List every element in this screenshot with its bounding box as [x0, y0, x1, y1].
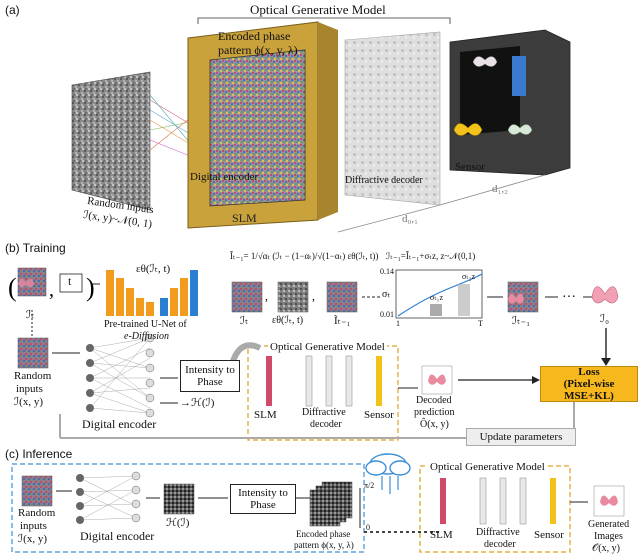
- optical-layers-inference: [440, 477, 556, 525]
- panel-a: (a) Optical Generative Model Encoded pha…: [0, 0, 640, 238]
- formula-right: ℐₜ₋₁=Ĩₜ₋₁+σₜz, z~𝒩(0,1): [386, 251, 476, 261]
- random-inputs-b-line1: Random: [14, 370, 52, 382]
- strip-it1-label: ℐₜ₋₁: [512, 315, 531, 327]
- butterfly-icons: [453, 56, 533, 136]
- sigma-plot: [395, 269, 483, 319]
- panel-a-illustration: [71, 17, 571, 233]
- inference-box: [11, 463, 365, 553]
- sigma-axis-label: σₜ: [382, 289, 391, 300]
- svg-text:,: ,: [265, 289, 268, 303]
- update-parameters-box: Update parameters: [466, 428, 576, 446]
- random-c-line1: Random: [18, 507, 56, 519]
- sensor-label-c: Sensor: [534, 529, 564, 541]
- formula-left: Ĩₜ₋₁= 1/√αₜ (ℐₜ − (1−αₜ)/√(1−αₜ) εθ(ℐₜ, …: [230, 251, 379, 261]
- intensity-c-line2: Phase: [250, 499, 276, 511]
- svg-text:): ): [86, 273, 95, 302]
- h-label-b: →ℋ(ℐ): [180, 397, 215, 409]
- loss-line1: Loss: [578, 365, 600, 378]
- panel-a-title: Optical Generative Model: [250, 2, 386, 17]
- generated-line2: Images: [594, 531, 623, 542]
- tick-014: 0.14: [380, 267, 394, 276]
- diffractive-c-line1: Diffractive: [476, 527, 520, 538]
- tick-T: T: [478, 319, 483, 328]
- intensity-b-line1: Intensity to: [185, 363, 235, 376]
- zero-label: 0: [366, 523, 370, 532]
- panel-c-illustration: [11, 453, 625, 553]
- generated-line1: Generated: [588, 519, 630, 530]
- svg-text:,: ,: [49, 279, 54, 301]
- diffractive-c-line2: decoder: [484, 539, 516, 550]
- generated-line3: 𝒪(x, y): [592, 543, 620, 554]
- strip-eps-label: εθ(ℐₜ, t): [272, 315, 304, 326]
- digital-encoder-b-label: Digital encoder: [82, 417, 157, 431]
- encoder-network: [89, 337, 151, 414]
- panel-c-tag: (c) Inference: [5, 447, 73, 461]
- tick-1: 1: [396, 319, 400, 328]
- svg-text:···: ···: [562, 290, 576, 305]
- diffractive-b-line2: decoder: [310, 419, 342, 430]
- update-parameters-label: Update parameters: [479, 430, 563, 443]
- tick-001: 0.01: [380, 310, 394, 319]
- d12-line: [439, 174, 546, 206]
- strip-ihat-label: Ĩₜ₋₁: [334, 315, 351, 327]
- panel-a-tag: (a): [5, 3, 20, 17]
- panel-b: ( , ) , ,: [0, 238, 640, 446]
- slm-label-b: SLM: [254, 409, 277, 421]
- random-inputs-b-line2: inputs: [16, 383, 43, 395]
- ogm-title-c: Optical Generative Model: [428, 461, 547, 473]
- sigma-t1z-label: σₜ₁z: [430, 293, 444, 302]
- phase-label-line2: pattern ϕ(x, y, λ): [218, 43, 298, 57]
- random-input-slab: [71, 71, 151, 211]
- d01-line: [337, 204, 441, 233]
- intensity-b-line2: Phase: [197, 376, 223, 388]
- encoded-phase-stack: [309, 481, 353, 527]
- cloud-icon: [365, 453, 411, 494]
- sensor-label-b: Sensor: [364, 409, 394, 421]
- eps-theta-label: εθ(ℐₜ, t): [136, 263, 171, 275]
- digital-encoder-label: Digital encoder: [190, 171, 259, 183]
- ogm-title-b: Optical Generative Model: [268, 341, 387, 353]
- panel-b-tag: (b) Training: [5, 241, 66, 255]
- loss-box: Loss(Pixel-wise MSE+KL): [540, 366, 638, 402]
- encoded-c-line1: Encoded phase: [296, 529, 351, 539]
- loss-line2: (Pixel-wise MSE+KL): [563, 377, 615, 403]
- pi-half-label: π/2: [364, 481, 375, 490]
- intensity-c-line1: Intensity to: [238, 486, 288, 499]
- unet-label-line1: Pre-trained U-Net of: [104, 319, 187, 330]
- sigma-t2z-label: σₜ₂z: [462, 272, 476, 281]
- random-inputs-b-line3: ℐ(x, y): [14, 396, 43, 408]
- digital-encoder-c-label: Digital encoder: [80, 529, 155, 543]
- encoder-nodes: [86, 333, 155, 418]
- svg-text:(: (: [8, 273, 17, 302]
- d12-label: d₁,₂: [492, 183, 508, 195]
- svg-text:,: ,: [312, 289, 315, 303]
- phase-label-line1: Encoded phase: [218, 29, 291, 43]
- decoded-line3: Ô(x, y): [420, 419, 449, 430]
- encoded-c-line2: pattern ϕ(x, y, λ): [294, 540, 354, 550]
- diffractive-decoder-label: Diffractive decoder: [345, 175, 423, 186]
- title-bracket: [197, 17, 451, 24]
- it-label: ℐₜ: [26, 309, 35, 321]
- panel-c: (c) Inference Random inputs ℐ(x, y) Digi…: [0, 446, 640, 558]
- strip-i0-label: ℐ₀: [600, 313, 610, 325]
- slm-phase-pattern: [209, 49, 306, 207]
- random-c-line2: inputs: [20, 520, 47, 532]
- diffractive-b-line1: Diffractive: [302, 407, 346, 418]
- unet-diagram: [106, 270, 198, 316]
- slm-label-c: SLM: [430, 529, 453, 541]
- decoded-line2: prediction: [414, 407, 455, 418]
- decoded-line1: Decoded: [416, 395, 452, 406]
- sensor-label: Sensor: [455, 161, 485, 173]
- strip-it-label: ℐₜ: [240, 315, 249, 327]
- t-box: [59, 273, 83, 293]
- slm-label: SLM: [232, 211, 257, 225]
- h-label-c: ℋ(ℐ): [166, 517, 190, 529]
- optical-layers-training: [266, 355, 382, 407]
- d01-label: d₀,₁: [402, 213, 418, 225]
- unet-label-line2: e-Diffusion: [124, 331, 169, 342]
- t-label: t: [68, 274, 72, 288]
- random-c-line3: ℐ(x, y): [18, 533, 47, 545]
